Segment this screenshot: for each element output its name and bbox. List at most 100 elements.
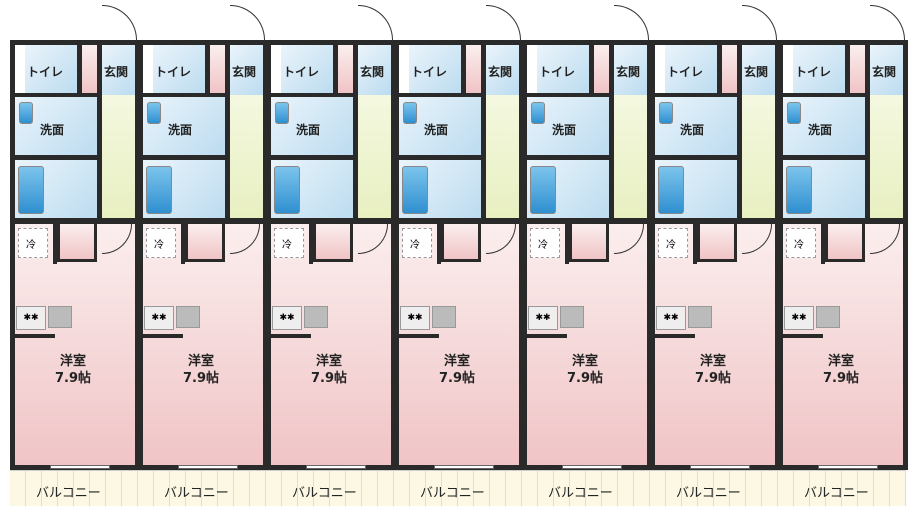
left-wall	[266, 40, 271, 470]
apartment-unit: ✱✱ トイレ 玄関 洗面 冷 洋室 7.9帖 バルコニー	[266, 0, 396, 516]
stove: ✱✱	[144, 306, 174, 330]
kitchen-wall	[783, 334, 823, 338]
closet-wall	[565, 224, 569, 264]
closet	[57, 224, 97, 262]
window	[562, 465, 622, 469]
balcony	[394, 470, 522, 506]
wash-basin	[403, 102, 417, 124]
top-wall	[266, 40, 394, 45]
bath-wall	[399, 155, 481, 160]
apartment-unit: ✱✱ トイレ 玄関 洗面 冷 洋室 7.9帖 バルコニー	[778, 0, 908, 516]
entrance-door-icon[interactable]	[614, 5, 649, 40]
corridor	[870, 95, 903, 220]
mid-wall	[394, 218, 524, 224]
balcony-label: バルコニー	[292, 486, 357, 501]
room-size-label: 7.9帖	[567, 371, 604, 386]
bathtub	[530, 166, 556, 214]
balcony	[650, 470, 778, 506]
bathtub	[146, 166, 172, 214]
closet-wall	[181, 224, 185, 264]
fridge-label: 冷	[282, 240, 292, 251]
washroom-label: 洗面	[296, 123, 321, 137]
washroom-label: 洗面	[680, 123, 705, 137]
room-size-label: 7.9帖	[695, 371, 732, 386]
fridge-space	[146, 228, 176, 258]
corridor	[230, 95, 263, 220]
entrance-door-icon[interactable]	[742, 5, 777, 40]
right-wall	[519, 40, 524, 470]
fridge-label: 冷	[410, 240, 420, 251]
fridge-label: 冷	[538, 240, 548, 251]
fridge-label: 冷	[154, 240, 164, 251]
entrance-label: 玄関	[488, 65, 513, 79]
mid-wall	[522, 218, 652, 224]
entrance-door-icon[interactable]	[102, 5, 137, 40]
balcony-label: バルコニー	[804, 486, 869, 501]
toilet-wall	[205, 45, 210, 95]
bath-wall	[143, 155, 225, 160]
left-wall	[522, 40, 527, 470]
sink	[304, 306, 328, 328]
stove: ✱✱	[400, 306, 430, 330]
room-size-label: 7.9帖	[55, 371, 92, 386]
corridor	[358, 95, 391, 220]
entrance-area	[230, 45, 263, 95]
entrance-door-icon[interactable]	[486, 5, 521, 40]
toilet-room	[25, 45, 77, 93]
corridor-wall	[225, 40, 230, 224]
kitchen-wall	[143, 334, 183, 338]
wash-basin	[659, 102, 673, 124]
bath-wall	[15, 155, 97, 160]
bathtub	[274, 166, 300, 214]
wash-basin	[275, 102, 289, 124]
kitchen-wall	[399, 334, 439, 338]
entrance-label: 玄関	[232, 65, 257, 79]
room-label: 洋室	[572, 354, 599, 369]
mid-wall	[138, 218, 268, 224]
kitchen-wall	[15, 334, 55, 338]
toilet-label: トイレ	[667, 65, 704, 79]
toilet-label: トイレ	[27, 65, 64, 79]
mid-wall	[266, 218, 396, 224]
storage-strip	[722, 45, 737, 93]
corridor-wall	[97, 40, 102, 224]
room-size-label: 7.9帖	[439, 371, 476, 386]
wash-basin	[787, 102, 801, 124]
left-wall	[394, 40, 399, 470]
mid-wall	[10, 218, 140, 224]
apartment-unit: ✱✱ トイレ 玄関 洗面 冷 洋室 7.9帖 バルコニー	[10, 0, 140, 516]
entrance-area	[486, 45, 519, 95]
wash-top-wall	[399, 93, 481, 97]
fridge-space	[274, 228, 304, 258]
right-wall	[775, 40, 780, 470]
bath-wall	[271, 155, 353, 160]
entrance-door-icon[interactable]	[870, 5, 905, 40]
kitchen-wall	[527, 334, 567, 338]
apartment-unit: ✱✱ トイレ 玄関 洗面 冷 洋室 7.9帖 バルコニー	[394, 0, 524, 516]
bathtub	[18, 166, 44, 214]
room-floor	[527, 224, 647, 465]
corridor	[102, 95, 135, 220]
room-floor	[15, 224, 135, 465]
toilet-label: トイレ	[283, 65, 320, 79]
room-size-label: 7.9帖	[311, 371, 348, 386]
balcony-label: バルコニー	[676, 486, 741, 501]
closet	[569, 224, 609, 262]
entrance-door-icon[interactable]	[230, 5, 265, 40]
mid-wall	[650, 218, 780, 224]
top-wall	[522, 40, 650, 45]
fridge-space	[402, 228, 432, 258]
entrance-area	[742, 45, 775, 95]
room-label: 洋室	[316, 354, 343, 369]
corridor-wall	[353, 40, 358, 224]
toilet-wall	[589, 45, 594, 95]
mid-wall	[778, 218, 908, 224]
stove: ✱✱	[528, 306, 558, 330]
entrance-door-icon[interactable]	[358, 5, 393, 40]
washroom-label: 洗面	[424, 123, 449, 137]
room-size-label: 7.9帖	[823, 371, 860, 386]
sink	[48, 306, 72, 328]
room-floor	[783, 224, 903, 465]
sink	[560, 306, 584, 328]
fridge-space	[18, 228, 48, 258]
